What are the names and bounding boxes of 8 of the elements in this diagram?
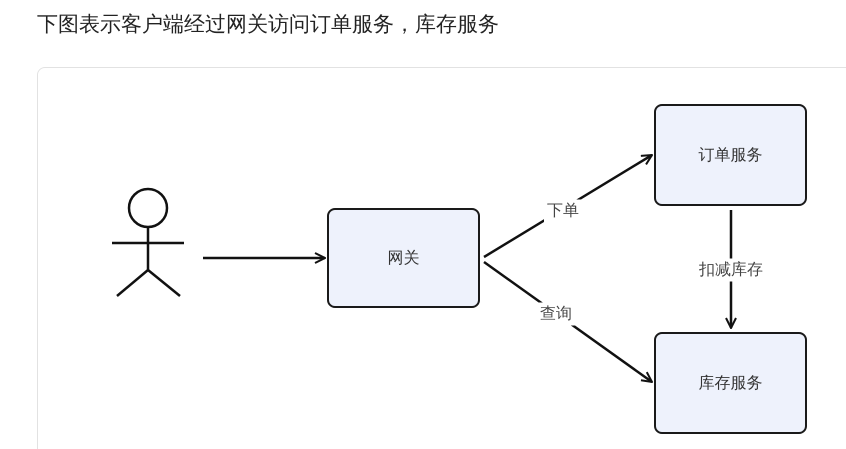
heading: 下图表示客户端经过网关访问订单服务，库存服务	[37, 11, 499, 38]
service-box: 库存服务	[654, 332, 807, 434]
service-box: 网关	[327, 208, 480, 308]
arrow	[203, 252, 326, 264]
edge-label: 下单	[544, 200, 582, 222]
edge-label: 查询	[537, 302, 575, 326]
person-icon	[110, 186, 186, 298]
service-box: 订单服务	[654, 104, 807, 206]
